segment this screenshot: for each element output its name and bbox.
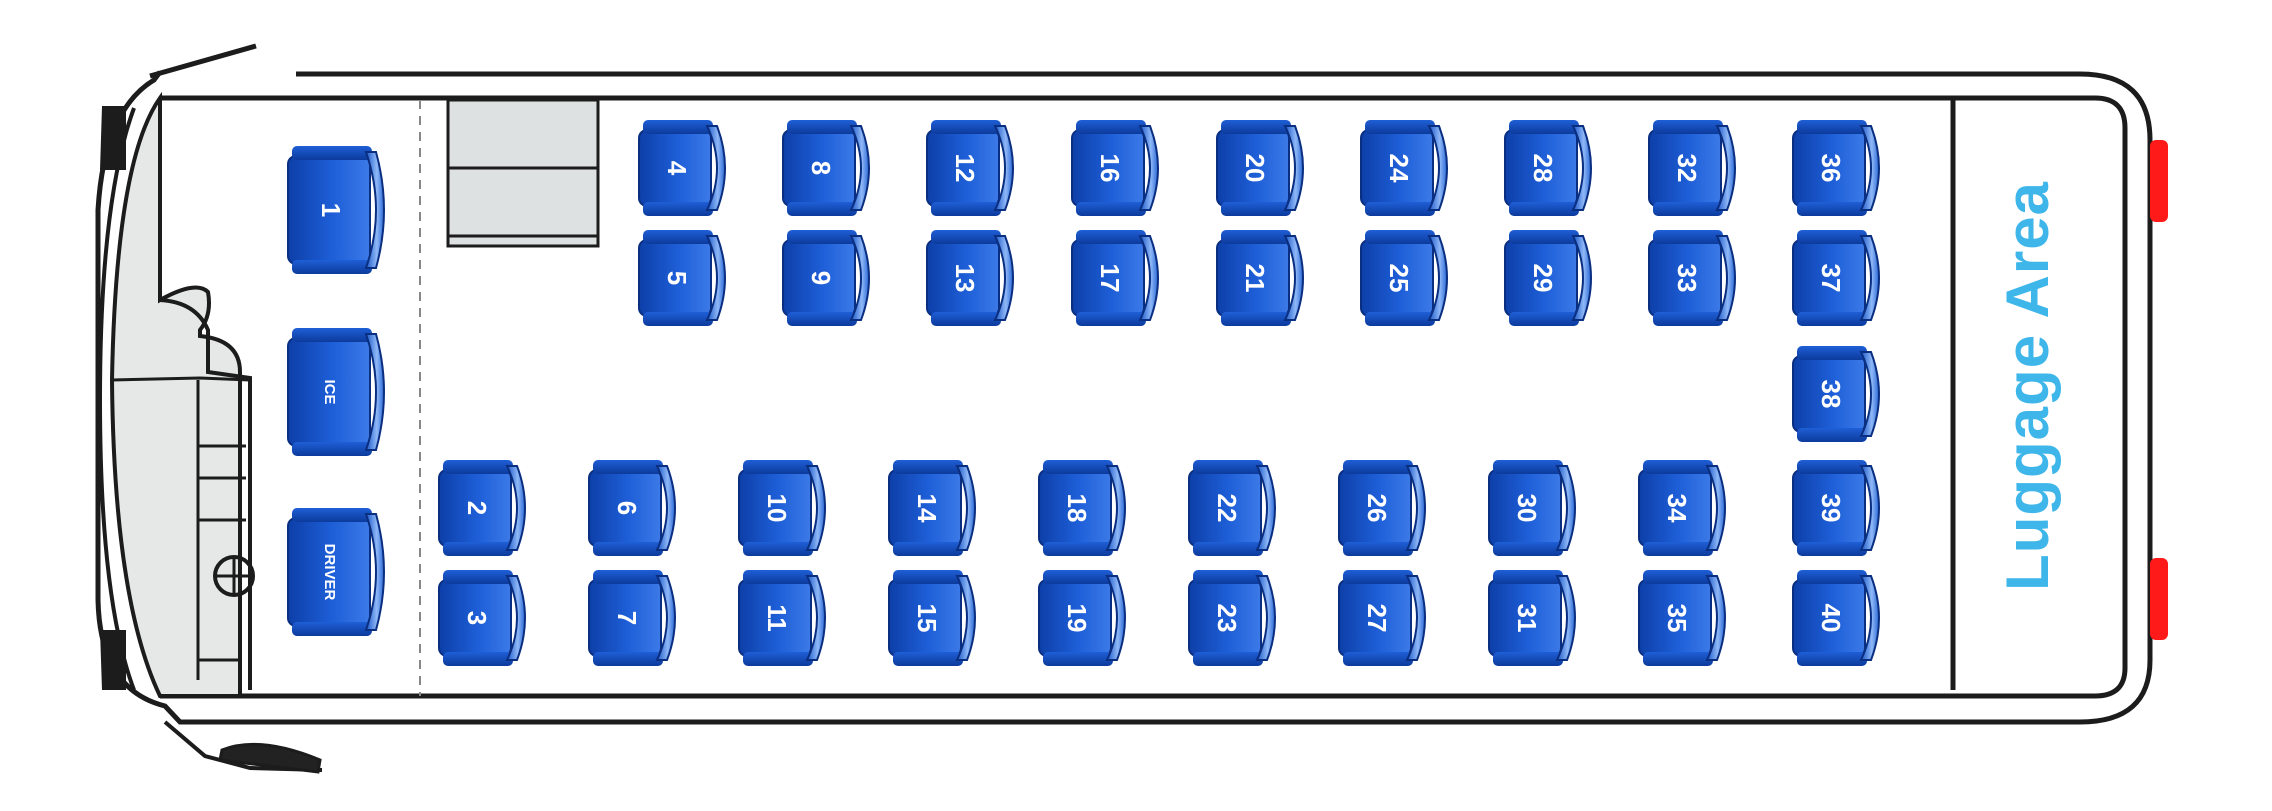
seat-number: 25 xyxy=(1384,264,1414,293)
luggage-area-label: Luggage Area xyxy=(1994,181,2061,591)
seat-7[interactable]: 7 xyxy=(588,570,676,666)
galley-unit xyxy=(446,98,600,248)
seat-12[interactable]: 12 xyxy=(926,120,1014,216)
seat-31[interactable]: 31 xyxy=(1488,570,1576,666)
seat-number: 35 xyxy=(1662,604,1692,633)
seat-35[interactable]: 35 xyxy=(1638,570,1726,666)
seat-number: 29 xyxy=(1528,264,1558,293)
seat-number: ICE xyxy=(321,379,338,404)
seat-30[interactable]: 30 xyxy=(1488,460,1576,556)
seat-number: 28 xyxy=(1528,154,1558,183)
seat-number: 26 xyxy=(1362,494,1392,523)
seat-number: 2 xyxy=(462,501,492,515)
seat-number: 40 xyxy=(1816,604,1846,633)
seat-number: 36 xyxy=(1816,154,1846,183)
seat-20[interactable]: 20 xyxy=(1216,120,1304,216)
seat-number: 16 xyxy=(1095,154,1125,183)
seat-9[interactable]: 9 xyxy=(782,230,870,326)
seat-number: 14 xyxy=(912,494,942,523)
seat-5[interactable]: 5 xyxy=(638,230,726,326)
seat-21[interactable]: 21 xyxy=(1216,230,1304,326)
seat-26[interactable]: 26 xyxy=(1338,460,1426,556)
seat-number: 10 xyxy=(762,494,792,523)
seat-6[interactable]: 6 xyxy=(588,460,676,556)
seat-2[interactable]: 2 xyxy=(438,460,526,556)
seat-number: 7 xyxy=(612,611,642,625)
seat-number: 3 xyxy=(462,611,492,625)
seat-28[interactable]: 28 xyxy=(1504,120,1592,216)
seat-37[interactable]: 37 xyxy=(1792,230,1880,326)
seat-17[interactable]: 17 xyxy=(1071,230,1159,326)
steering-wheel-icon xyxy=(213,555,255,597)
seat-number: 6 xyxy=(612,501,642,515)
tail-light-top xyxy=(2150,140,2168,222)
seat-38[interactable]: 38 xyxy=(1792,346,1880,442)
seat-24[interactable]: 24 xyxy=(1360,120,1448,216)
seat-number: 17 xyxy=(1095,264,1125,293)
seat-number: 23 xyxy=(1212,604,1242,633)
seat-number: 34 xyxy=(1662,494,1692,523)
seat-number: 9 xyxy=(806,271,836,285)
seat-23[interactable]: 23 xyxy=(1188,570,1276,666)
seat-number: 37 xyxy=(1816,264,1846,293)
seat-14[interactable]: 14 xyxy=(888,460,976,556)
seat-32[interactable]: 32 xyxy=(1648,120,1736,216)
seat-27[interactable]: 27 xyxy=(1338,570,1426,666)
seat-22[interactable]: 22 xyxy=(1188,460,1276,556)
seat-number: 12 xyxy=(950,154,980,183)
seat-number: 30 xyxy=(1512,494,1542,523)
seat-18[interactable]: 18 xyxy=(1038,460,1126,556)
seat-16[interactable]: 16 xyxy=(1071,120,1159,216)
seat-number: 27 xyxy=(1362,604,1392,633)
seat-number: 13 xyxy=(950,264,980,293)
seat-11[interactable]: 11 xyxy=(738,570,826,666)
seat-40[interactable]: 40 xyxy=(1792,570,1880,666)
seat-10[interactable]: 10 xyxy=(738,460,826,556)
seat-number: 22 xyxy=(1212,494,1242,523)
seat-number: 5 xyxy=(662,271,692,285)
seat-19[interactable]: 19 xyxy=(1038,570,1126,666)
seat-number: 19 xyxy=(1062,604,1092,633)
seat-driver[interactable]: DRIVER xyxy=(287,508,385,636)
seat-number: 20 xyxy=(1240,154,1270,183)
seat-number: 1 xyxy=(316,203,346,217)
seat-number: 15 xyxy=(912,604,942,633)
seat-29[interactable]: 29 xyxy=(1504,230,1592,326)
seat-15[interactable]: 15 xyxy=(888,570,976,666)
seat-33[interactable]: 33 xyxy=(1648,230,1736,326)
seat-number: 32 xyxy=(1672,154,1702,183)
seat-8[interactable]: 8 xyxy=(782,120,870,216)
seat-number: 18 xyxy=(1062,494,1092,523)
seat-number: 38 xyxy=(1816,380,1846,409)
seat-34[interactable]: 34 xyxy=(1638,460,1726,556)
seat-number: 8 xyxy=(806,161,836,175)
seat-36[interactable]: 36 xyxy=(1792,120,1880,216)
seat-4[interactable]: 4 xyxy=(638,120,726,216)
seat-13[interactable]: 13 xyxy=(926,230,1014,326)
seat-number: 31 xyxy=(1512,604,1542,633)
seat-number: DRIVER xyxy=(321,544,338,601)
seat-number: 11 xyxy=(762,604,792,632)
seat-3[interactable]: 3 xyxy=(438,570,526,666)
seat-ice[interactable]: ICE xyxy=(287,328,385,456)
seat-number: 24 xyxy=(1384,154,1414,183)
seat-number: 21 xyxy=(1240,264,1270,293)
seat-1[interactable]: 1 xyxy=(287,146,385,274)
tail-light-bottom xyxy=(2150,558,2168,640)
seat-25[interactable]: 25 xyxy=(1360,230,1448,326)
bus-body xyxy=(95,43,2168,774)
seat-39[interactable]: 39 xyxy=(1792,460,1880,556)
seat-number: 33 xyxy=(1672,264,1702,293)
seat-number: 4 xyxy=(662,161,692,176)
seat-number: 39 xyxy=(1816,494,1846,523)
